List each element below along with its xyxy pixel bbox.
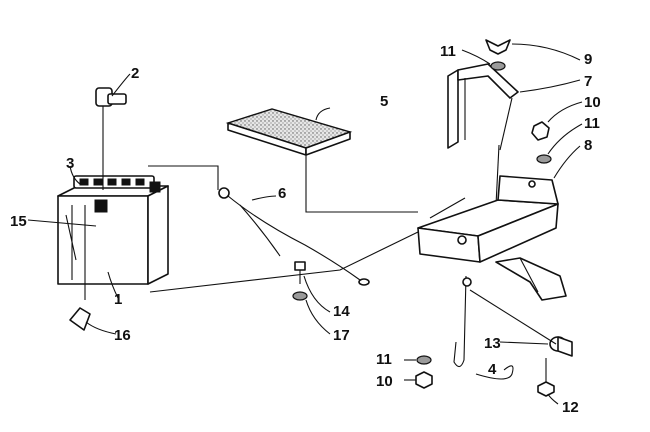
- callout-1: 1: [114, 291, 122, 308]
- assembly-guide-lines: [148, 97, 557, 345]
- wing-nut: [485, 39, 511, 55]
- tray-lower-bracket: [495, 257, 567, 301]
- callout-15: 15: [10, 213, 27, 230]
- battery: [57, 175, 169, 285]
- callout-13: 13: [484, 335, 501, 352]
- callout-2: 2: [131, 65, 139, 82]
- battery-terminal-negative: [94, 199, 108, 213]
- vent-tube: [69, 205, 91, 331]
- hold-down-bracket: [447, 63, 519, 149]
- washer-right: [536, 154, 552, 164]
- terminal-cap: [95, 87, 127, 190]
- hook-rod: [453, 275, 467, 368]
- leader-lines: [27, 43, 583, 405]
- nut-right: [531, 121, 550, 141]
- callout-7: 7: [584, 73, 592, 90]
- callout-8: 8: [584, 137, 592, 154]
- battery-terminal-positive: [149, 181, 161, 193]
- callout-6: 6: [278, 185, 286, 202]
- nut-lower: [415, 371, 433, 389]
- callout-3: 3: [66, 155, 74, 172]
- callout-11-lower: 11: [376, 351, 392, 368]
- callout-5: 5: [380, 93, 388, 110]
- callout-16: 16: [114, 327, 131, 344]
- battery-pad: [225, 108, 353, 156]
- washer-top: [490, 61, 506, 71]
- callout-17: 17: [333, 327, 350, 344]
- callout-11-right: 11: [584, 115, 600, 132]
- callout-10-lower: 10: [376, 373, 393, 390]
- callout-11-top: 11: [440, 43, 456, 60]
- callout-10-right: 10: [584, 94, 601, 111]
- callout-4: 4: [488, 361, 497, 378]
- callout-labels: 1 2 3 4 5 6 7 8 9 10 10 11 11 11 12 13 1…: [10, 43, 601, 416]
- cable-bolt: [294, 261, 306, 284]
- cable-washer: [292, 291, 308, 301]
- battery-tray: [417, 175, 559, 263]
- callout-14: 14: [333, 303, 350, 320]
- hook-rod-eye: [462, 277, 472, 287]
- rubber-bumper: [549, 336, 573, 357]
- battery-cable: [218, 187, 370, 286]
- washer-lower: [416, 355, 432, 365]
- callout-9: 9: [584, 51, 592, 68]
- callout-12: 12: [562, 399, 579, 416]
- battery-cell-caps: [73, 175, 155, 189]
- bolt-lower: [537, 358, 555, 397]
